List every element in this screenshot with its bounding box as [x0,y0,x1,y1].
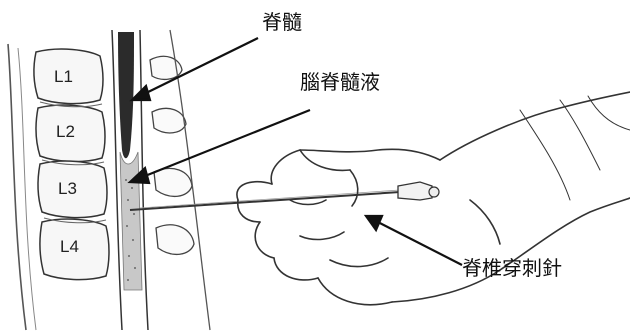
needle-shaft [129,191,401,211]
spinal-cord-label: 脊髓 [262,10,302,34]
needle-hub-cap [428,186,440,198]
pointer-arrows [127,37,463,266]
needle-shaft-highlight [139,189,401,209]
vertebra-l4-body [39,218,110,281]
vertebra-l1-body [33,48,104,105]
vertebra-l3-body [37,160,108,219]
vertebra-label-l2: L2 [56,122,75,141]
csf-stipple [125,179,136,281]
back-outline-inner [17,47,37,331]
back-outline [7,43,27,331]
needle-label: 脊椎穿刺針 [462,256,562,280]
vertebra-label-l1: L1 [54,67,73,86]
csf-label: 腦脊髓液 [300,70,380,94]
needle-hub [397,181,433,201]
vertebra-label-l3: L3 [58,179,77,198]
spinous-processes [149,55,195,255]
intervertebral-discs [39,101,107,224]
gloved-hand [236,91,630,306]
spinal-cord-shape [118,32,134,159]
vertebra-label-l4: L4 [60,237,79,256]
csf-region [119,151,143,291]
back-skin [169,29,211,331]
canal-wall-front [111,29,123,331]
